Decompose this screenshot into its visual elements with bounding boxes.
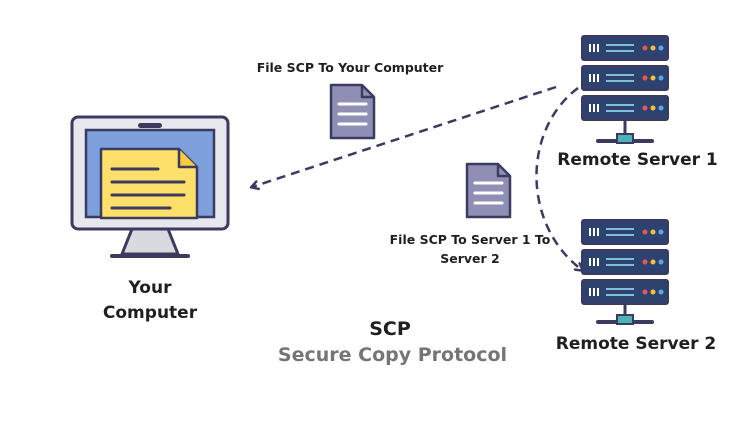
server-icon-2 (581, 219, 669, 325)
remote-server-1-label: Remote Server 1 (557, 150, 718, 170)
your-computer-label: Your Computer (102, 278, 198, 323)
arrow-to-computer (252, 85, 557, 187)
server-icon (581, 35, 669, 144)
scp-to-computer-label: File SCP To Your Computer (256, 60, 444, 75)
document-icon-2 (465, 162, 512, 219)
diagram-subtitle: Secure Copy Protocol (277, 344, 508, 366)
diagram-title: SCP (369, 318, 411, 340)
folder-icon (99, 147, 199, 220)
arrow-to-server-2 (535, 87, 582, 270)
document-icon (329, 83, 376, 140)
scp-to-server-label: File SCP To Server 1 To Server 2 (389, 232, 551, 266)
remote-server-2-label: Remote Server 2 (555, 334, 717, 354)
